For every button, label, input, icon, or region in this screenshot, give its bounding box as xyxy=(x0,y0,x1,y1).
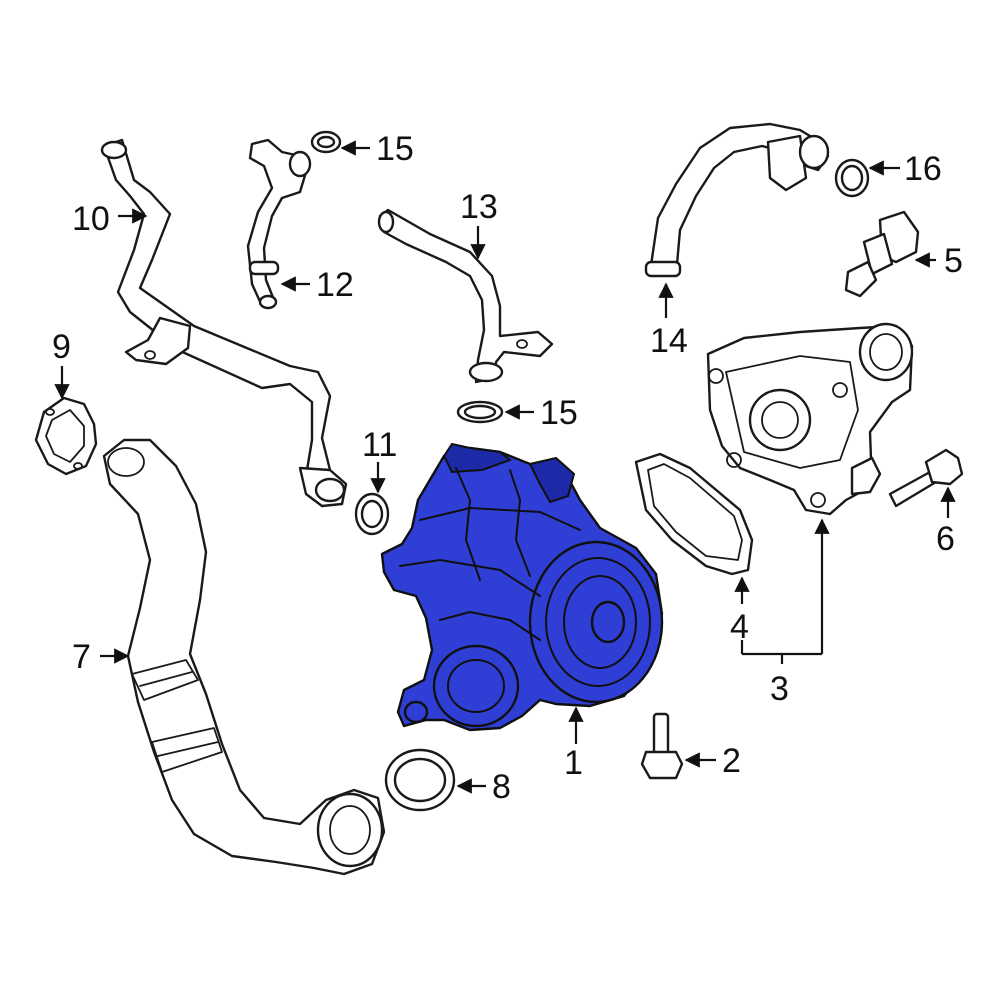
callout-15-lower: 15 xyxy=(540,394,578,432)
callout-9: 9 xyxy=(52,328,71,366)
coolant-pipe-13 xyxy=(377,208,554,384)
callout-14: 14 xyxy=(650,322,688,360)
gasket-8 xyxy=(384,748,456,812)
coolant-pipe-10 xyxy=(100,138,348,508)
callout-4: 4 xyxy=(730,608,749,646)
coolant-pipe-14 xyxy=(644,122,830,278)
callout-2: 2 xyxy=(722,742,741,780)
callout-11: 11 xyxy=(362,426,397,464)
callout-5: 5 xyxy=(944,242,963,280)
callout-10: 10 xyxy=(72,200,110,238)
callout-12: 12 xyxy=(316,266,354,304)
o-ring-15-upper xyxy=(310,130,342,154)
thermostat-housing-3 xyxy=(706,322,914,516)
gasket-4 xyxy=(634,452,754,576)
callout-8: 8 xyxy=(492,768,511,806)
o-ring-11 xyxy=(354,492,390,536)
leader-3 xyxy=(742,652,822,664)
callout-15-upper: 15 xyxy=(376,130,414,168)
callout-1: 1 xyxy=(564,744,583,782)
o-ring-16 xyxy=(834,158,870,198)
o-ring-15-lower xyxy=(456,400,504,424)
coolant-pipe-12 xyxy=(246,138,312,310)
callout-labels: 1 2 3 4 5 6 7 8 9 10 11 12 13 14 15 15 1… xyxy=(52,130,963,806)
callout-7: 7 xyxy=(72,638,91,676)
callout-16: 16 xyxy=(904,150,942,188)
callout-6: 6 xyxy=(936,520,955,558)
water-pump-1 xyxy=(380,442,664,732)
coolant-hose-7 xyxy=(102,438,386,876)
gasket-9 xyxy=(34,396,98,476)
leader-lines xyxy=(54,140,956,794)
callout-3: 3 xyxy=(770,670,789,708)
bolt-2 xyxy=(640,712,684,780)
bolt-6 xyxy=(888,448,964,508)
callout-13: 13 xyxy=(460,188,498,226)
temperature-sensor-5 xyxy=(844,210,920,298)
